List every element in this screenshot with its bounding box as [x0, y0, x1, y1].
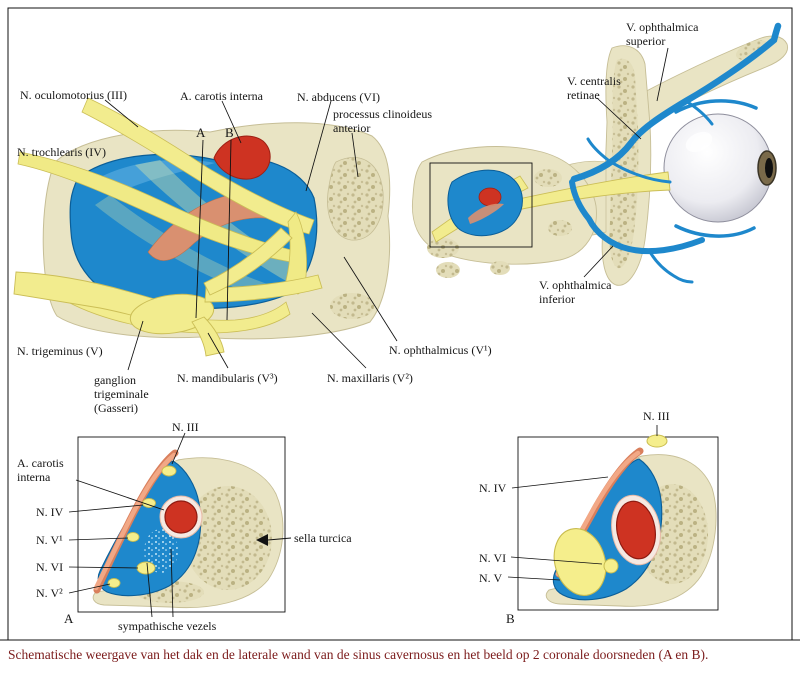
label-abducens: N. abducens (VI) — [297, 90, 380, 104]
label-mandibularis: N. mandibularis (V³) — [177, 371, 278, 385]
label-sella-turcica: sella turcica — [294, 531, 352, 545]
label-maxillaris: N. maxillaris (V²) — [327, 371, 413, 385]
label-v-ophthalmica-superior: V. ophthalmica superior — [626, 20, 699, 49]
sella-turcica-arrow — [256, 534, 268, 546]
section-marker-b: B — [225, 125, 234, 140]
label-a-n-v1: N. V¹ — [36, 533, 63, 547]
label-a-n-vi: N. VI — [36, 560, 64, 574]
label-b-n-v: N. V — [479, 571, 503, 585]
figure-caption: Schematische weergave van het dak en de … — [8, 647, 709, 662]
label-v-centralis-retinae: V. centralis retinae — [567, 74, 621, 103]
label-sympathische-vezels: sympathische vezels — [118, 619, 217, 633]
panel-letter-a: A — [64, 611, 74, 626]
label-oculomotorius: N. oculomotorius (III) — [20, 88, 127, 102]
label-processus-clinoideus: processus clinoideus anterior — [333, 107, 432, 136]
figure-frame — [0, 7, 800, 641]
label-a-n-v2: N. V² — [36, 586, 63, 600]
orbit-view-drawing — [411, 22, 789, 286]
label-ganglion-trigeminale: ganglion trigeminale (Gasseri) — [94, 373, 149, 416]
label-v-ophthalmica-inferior: V. ophthalmica inferior — [539, 278, 612, 307]
label-b-n-iv: N. IV — [479, 481, 507, 495]
label-b-n-vi: N. VI — [479, 551, 507, 565]
label-a-carotis-interna: A. carotis interna — [17, 456, 64, 485]
label-a-n-iii: N. III — [172, 420, 199, 434]
inset-rectangle — [429, 162, 533, 248]
label-trigeminus: N. trigeminus (V) — [17, 344, 103, 358]
coronal-section-b-drawing — [517, 434, 719, 611]
label-carotis-interna: A. carotis interna — [180, 89, 263, 103]
figure-illustration — [0, 7, 800, 641]
panel-letter-b: B — [506, 611, 515, 626]
label-b-n-iii: N. III — [643, 409, 670, 423]
coronal-section-a-drawing — [77, 436, 292, 613]
section-marker-a: A — [196, 125, 206, 140]
label-a-n-iv: N. IV — [36, 505, 64, 519]
label-trochlearis: N. trochlearis (IV) — [17, 145, 106, 159]
label-ophthalmicus: N. ophthalmicus (V¹) — [389, 343, 492, 357]
lateral-view-drawing — [13, 97, 391, 357]
leader-lines — [68, 47, 669, 618]
